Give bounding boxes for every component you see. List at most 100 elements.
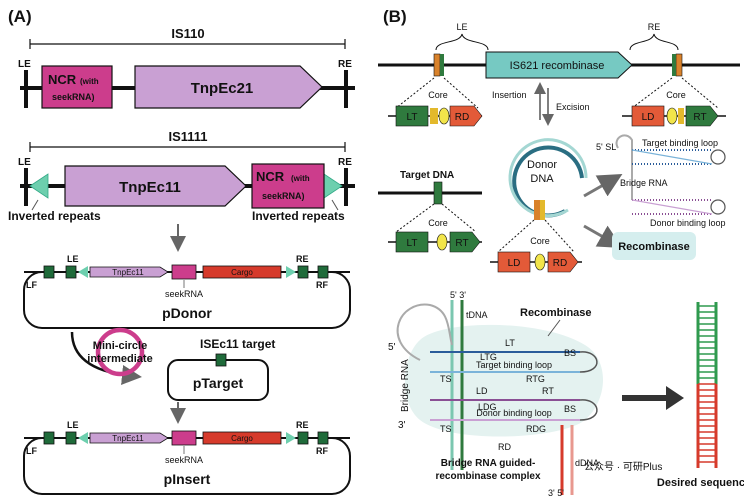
b-rd-2: RD <box>553 258 567 269</box>
inverted-repeat-left-icon <box>29 173 49 199</box>
b-donor-line1: Donor <box>527 159 557 171</box>
b-5sl: 5' SL <box>596 142 616 152</box>
c-bottom-ends: 3' 5' <box>548 488 564 498</box>
pdonor-cargo: Cargo <box>231 268 253 277</box>
c-bs-2: BS <box>564 404 576 414</box>
arrow-to-bridge-rna <box>583 174 623 198</box>
pinsert-cargo: Cargo <box>231 434 253 443</box>
is1111-title: IS1111 <box>168 129 207 144</box>
c-bs-1: BS <box>564 348 576 358</box>
pdonor-name: pDonor <box>162 305 212 321</box>
b-donor-dna: Donor DNA Core LD RD <box>490 138 588 273</box>
is1111-ncr-main: NCR <box>256 169 285 184</box>
b-donor-line2: DNA <box>530 173 554 185</box>
panel-a-label: (A) <box>8 7 32 26</box>
c-complex2: recombinase complex <box>435 471 540 482</box>
pdonor-tnp: TnpEc11 <box>112 268 144 277</box>
minicircle-line1: Mini-circle <box>93 340 147 352</box>
is110-title: IS110 <box>171 26 204 41</box>
b-target-loop: Target binding loop <box>642 138 718 148</box>
is110-ncr-paren2: seekRNA) <box>52 92 95 102</box>
pinsert-tnp: TnpEc11 <box>112 434 144 443</box>
b-recombinase-text: Recombinase <box>618 241 690 253</box>
b-bridge-rna: 5' SL Target binding loop Bridge RNA Don… <box>596 134 726 228</box>
b-insertion: Insertion <box>492 90 527 100</box>
inverted-repeats-left-label: Inverted repeats <box>8 209 101 223</box>
pdonor-lf: LF <box>26 280 37 290</box>
c-rt: RT <box>542 386 554 396</box>
watermark-text: 公众号 · 可研Plus <box>584 461 662 473</box>
b-left-core: Core LT RD <box>388 77 483 127</box>
is110-tnp-label: TnpEc21 <box>191 80 254 97</box>
b-bridge-rna-label: Bridge RNA <box>620 178 668 188</box>
pinsert-lf: LF <box>26 446 37 456</box>
c-ldg: LDG <box>478 402 497 412</box>
c-desired-ladder <box>696 302 718 468</box>
c-target-loop: Target binding loop <box>476 360 552 370</box>
c-lt: LT <box>505 338 515 348</box>
is110-ncr-main: NCR <box>48 72 77 87</box>
inverted-repeat-right-icon <box>323 173 343 199</box>
c-ts-2: TS <box>440 424 452 434</box>
is621-recombinase-arrow <box>485 51 633 79</box>
c-desired-rungs <box>698 305 716 463</box>
c-bridge-rna: Bridge RNA <box>400 359 411 412</box>
is1111-le: LE <box>18 157 31 168</box>
ptarget-target: ISEc11 target <box>200 337 275 351</box>
is1111-ncr-paren1: (with <box>291 174 310 183</box>
b-target-dna: Target DNA Core LT RT <box>378 170 482 253</box>
b-target-dna-label: Target DNA <box>400 170 454 181</box>
is110-re: RE <box>338 59 352 70</box>
b-rt-1: RT <box>693 112 706 123</box>
b-ld-1: LD <box>642 112 655 123</box>
panel-b-label: (B) <box>383 7 407 26</box>
c-recombinase: Recombinase <box>520 307 592 319</box>
b-ld-2: LD <box>508 258 521 269</box>
b-lt-1: LT <box>407 112 418 123</box>
is1111-tnp-label: TnpEc11 <box>119 179 181 196</box>
pdonor-seek: seekRNA <box>165 289 203 299</box>
is110-ncr-paren1: (with <box>80 77 99 86</box>
pinsert-plasmid: LF LE TnpEc11 seekRNA Cargo RE RF pInser… <box>23 420 351 495</box>
c-rd: RD <box>498 442 511 452</box>
is110-le: LE <box>18 59 31 70</box>
ptarget-name: pTarget <box>193 375 244 391</box>
b-rt-2: RT <box>455 238 468 249</box>
is110-tnp-arrow <box>134 65 323 109</box>
inverted-repeats-right-label: Inverted repeats <box>252 209 345 223</box>
c-tdna: tDNA <box>466 310 488 320</box>
c-five3: 5' 3' <box>450 290 466 300</box>
minicircle-line2: intermediate <box>87 353 152 365</box>
b-core-right: Core <box>666 90 686 100</box>
c-five-prime: 5' <box>388 342 396 353</box>
arrow-to-recombinase <box>583 224 623 248</box>
mini-circle-ring <box>95 327 145 377</box>
c-rtg: RTG <box>526 374 545 384</box>
b-core-target: Core <box>428 218 448 228</box>
pinsert-seek: seekRNA <box>165 455 203 465</box>
c-ld: LD <box>476 386 488 396</box>
b-lt-2: LT <box>407 238 418 249</box>
pinsert-le: LE <box>67 420 79 430</box>
c-ts-1: TS <box>440 374 452 384</box>
b-donor-loop: Donor binding loop <box>650 218 726 228</box>
b-core-left: Core <box>428 90 448 100</box>
pinsert-name: pInsert <box>164 471 211 487</box>
b-right-core: Core LD RT <box>622 77 726 127</box>
c-complex: 5' 3' tDNA 5' 3' Bridge RNA LT LTG Targe… <box>388 290 604 498</box>
b-top-dna: LE RE IS621 recombinase <box>378 22 740 79</box>
is110-construct: IS110 LE RE NCR (with seekRNA) TnpEc21 <box>18 26 355 109</box>
b-excision: Excision <box>556 102 590 112</box>
pdonor-le: LE <box>67 254 79 264</box>
pdonor-plasmid: LF LE TnpEc11 seekRNA Cargo RE RF pDonor <box>23 254 351 329</box>
c-complex1: Bridge RNA guided- <box>441 458 536 469</box>
pinsert-rf: RF <box>316 446 328 456</box>
is1111-ncr-paren2: seekRNA) <box>262 191 305 201</box>
pinsert-re: RE <box>296 420 309 430</box>
c-donor-loop: Donor binding loop <box>476 408 552 418</box>
b-recombinase-box <box>612 232 696 260</box>
pdonor-re: RE <box>296 254 309 264</box>
b-rd-1: RD <box>455 112 469 123</box>
b-re-label: RE <box>648 22 661 32</box>
